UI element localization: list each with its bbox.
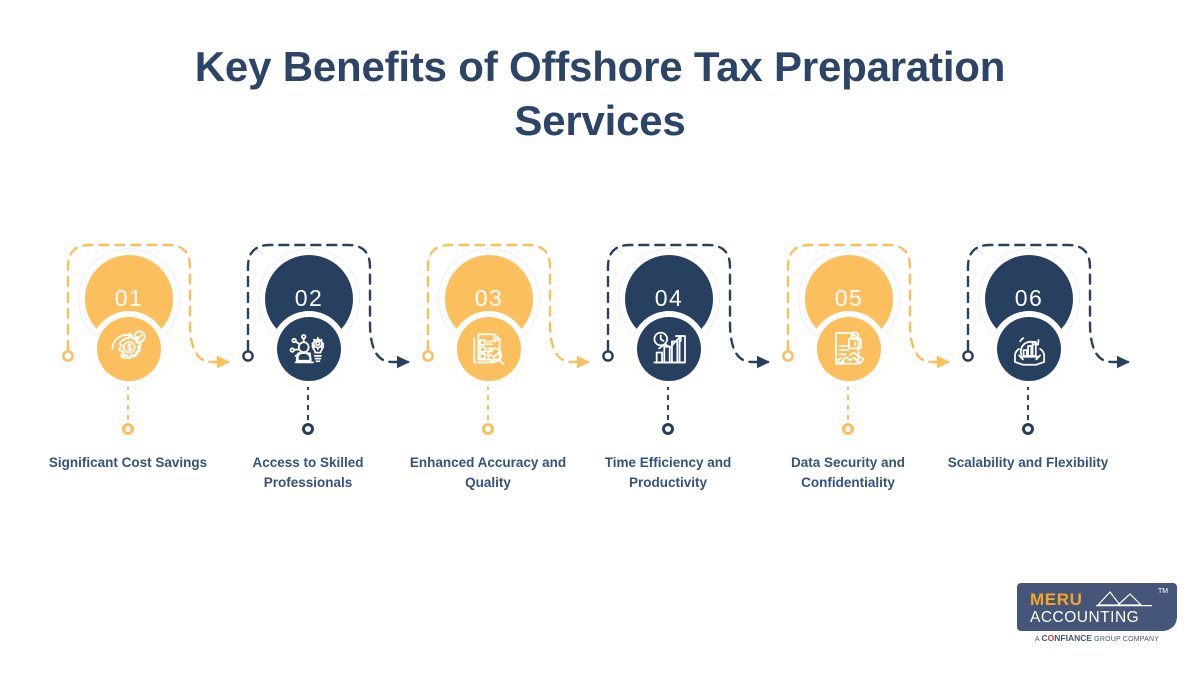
step-02[interactable]: 02 Access to Skilled Professionals xyxy=(218,225,398,525)
step-01[interactable]: 01 Significant Cost Savings xyxy=(38,225,218,525)
step-stem-dot xyxy=(842,423,854,435)
bar-chart-clock-arrow-icon xyxy=(653,331,686,364)
step-stem xyxy=(1027,385,1029,423)
title-block: Key Benefits of Offshore Tax Preparation… xyxy=(0,40,1200,148)
bracket-end-dot xyxy=(962,350,974,362)
logo-brand-top: MERU xyxy=(1030,590,1083,609)
step-number: 02 xyxy=(294,284,324,311)
step-stem-dot xyxy=(1022,423,1034,435)
step-bracket-path xyxy=(426,243,590,369)
tagline-prefix: A xyxy=(1034,636,1042,643)
step-label: Scalability and Flexibility xyxy=(947,455,1109,470)
document-lock-handshake-icon xyxy=(835,331,865,366)
step-number: 01 xyxy=(114,284,144,311)
bracket-end-dot xyxy=(242,350,254,362)
trademark-symbol: TM xyxy=(1158,588,1169,595)
step-number: 04 xyxy=(654,284,684,311)
bracket-end-dot xyxy=(422,350,434,362)
logo-plate xyxy=(1017,583,1177,631)
step-bracket-path xyxy=(786,243,950,369)
connector-layer xyxy=(62,243,1130,369)
step-number: 03 xyxy=(474,284,504,311)
step-label: Significant Cost Savings xyxy=(48,455,208,470)
page-title: Key Benefits of Offshore Tax Preparation… xyxy=(194,43,1006,144)
logo-tagline: A CONFIANCE GROUP COMPANY xyxy=(1017,633,1177,643)
logo-brand-bottom: ACCOUNTING xyxy=(1030,609,1140,626)
mountain-peaks-icon xyxy=(1096,591,1152,607)
step-bracket-path xyxy=(606,243,770,369)
hands-growth-chart-icon xyxy=(1014,337,1046,366)
step-number: 06 xyxy=(1014,284,1044,311)
step-number: 05 xyxy=(834,284,864,311)
step-icon-circle[interactable] xyxy=(997,317,1061,381)
bracket-end-dot xyxy=(62,350,74,362)
tagline-brand: CONFIANCE xyxy=(1041,633,1093,643)
step-stem-dot xyxy=(482,423,494,435)
step-number-circle: 06 xyxy=(985,255,1073,343)
step-stem xyxy=(847,385,849,423)
step-bracket-path xyxy=(966,243,1130,369)
step-stem-dot xyxy=(302,423,314,435)
step-stem xyxy=(307,385,309,423)
benefits-timeline: 01 Significant Cost Savings 02 xyxy=(0,225,1200,525)
gear-dollar-refresh-check-icon xyxy=(111,330,146,359)
connector-paths xyxy=(62,243,1130,369)
step-bracket-path xyxy=(66,243,230,369)
step-stem xyxy=(667,385,669,423)
checklist-magnifier-icon xyxy=(473,333,505,366)
company-logo: MERU TM ACCOUNTING A CONFIANCE GROUP COM… xyxy=(1017,583,1177,643)
bracket-end-dot xyxy=(602,350,614,362)
bracket-end-dot xyxy=(782,350,794,362)
step-03[interactable]: 03 Enhanced Accuracy and Quality xyxy=(398,225,578,525)
step-stem-dot xyxy=(122,423,134,435)
step-06[interactable]: 06 Scalability and Flexibility xyxy=(938,225,1118,525)
step-04[interactable]: 04 Time Efficiency and Productivity xyxy=(578,225,758,525)
step-label: Access to Skilled Professionals xyxy=(252,455,364,490)
tagline-suffix: GROUP COMPANY xyxy=(1092,636,1160,643)
person-laptop-lightbulb-gear-icon xyxy=(289,334,325,364)
step-stem xyxy=(127,385,129,423)
step-icon-circle[interactable] xyxy=(817,317,881,381)
step-05[interactable]: 05 Data Security and Confidentiality xyxy=(758,225,938,525)
step-label: Data Security and Confidentiality xyxy=(790,455,906,490)
step-icon-circle[interactable] xyxy=(457,317,521,381)
step-label: Enhanced Accuracy and Quality xyxy=(409,455,567,490)
step-icon-circle[interactable] xyxy=(97,317,161,381)
step-icon-circle[interactable] xyxy=(277,317,341,381)
step-stem-dot xyxy=(662,423,674,435)
step-number-circle: 04 xyxy=(625,255,713,343)
step-icon-circle[interactable] xyxy=(637,317,701,381)
step-stem xyxy=(487,385,489,423)
step-bracket-path xyxy=(246,243,410,369)
step-label: Time Efficiency and Productivity xyxy=(604,455,732,490)
